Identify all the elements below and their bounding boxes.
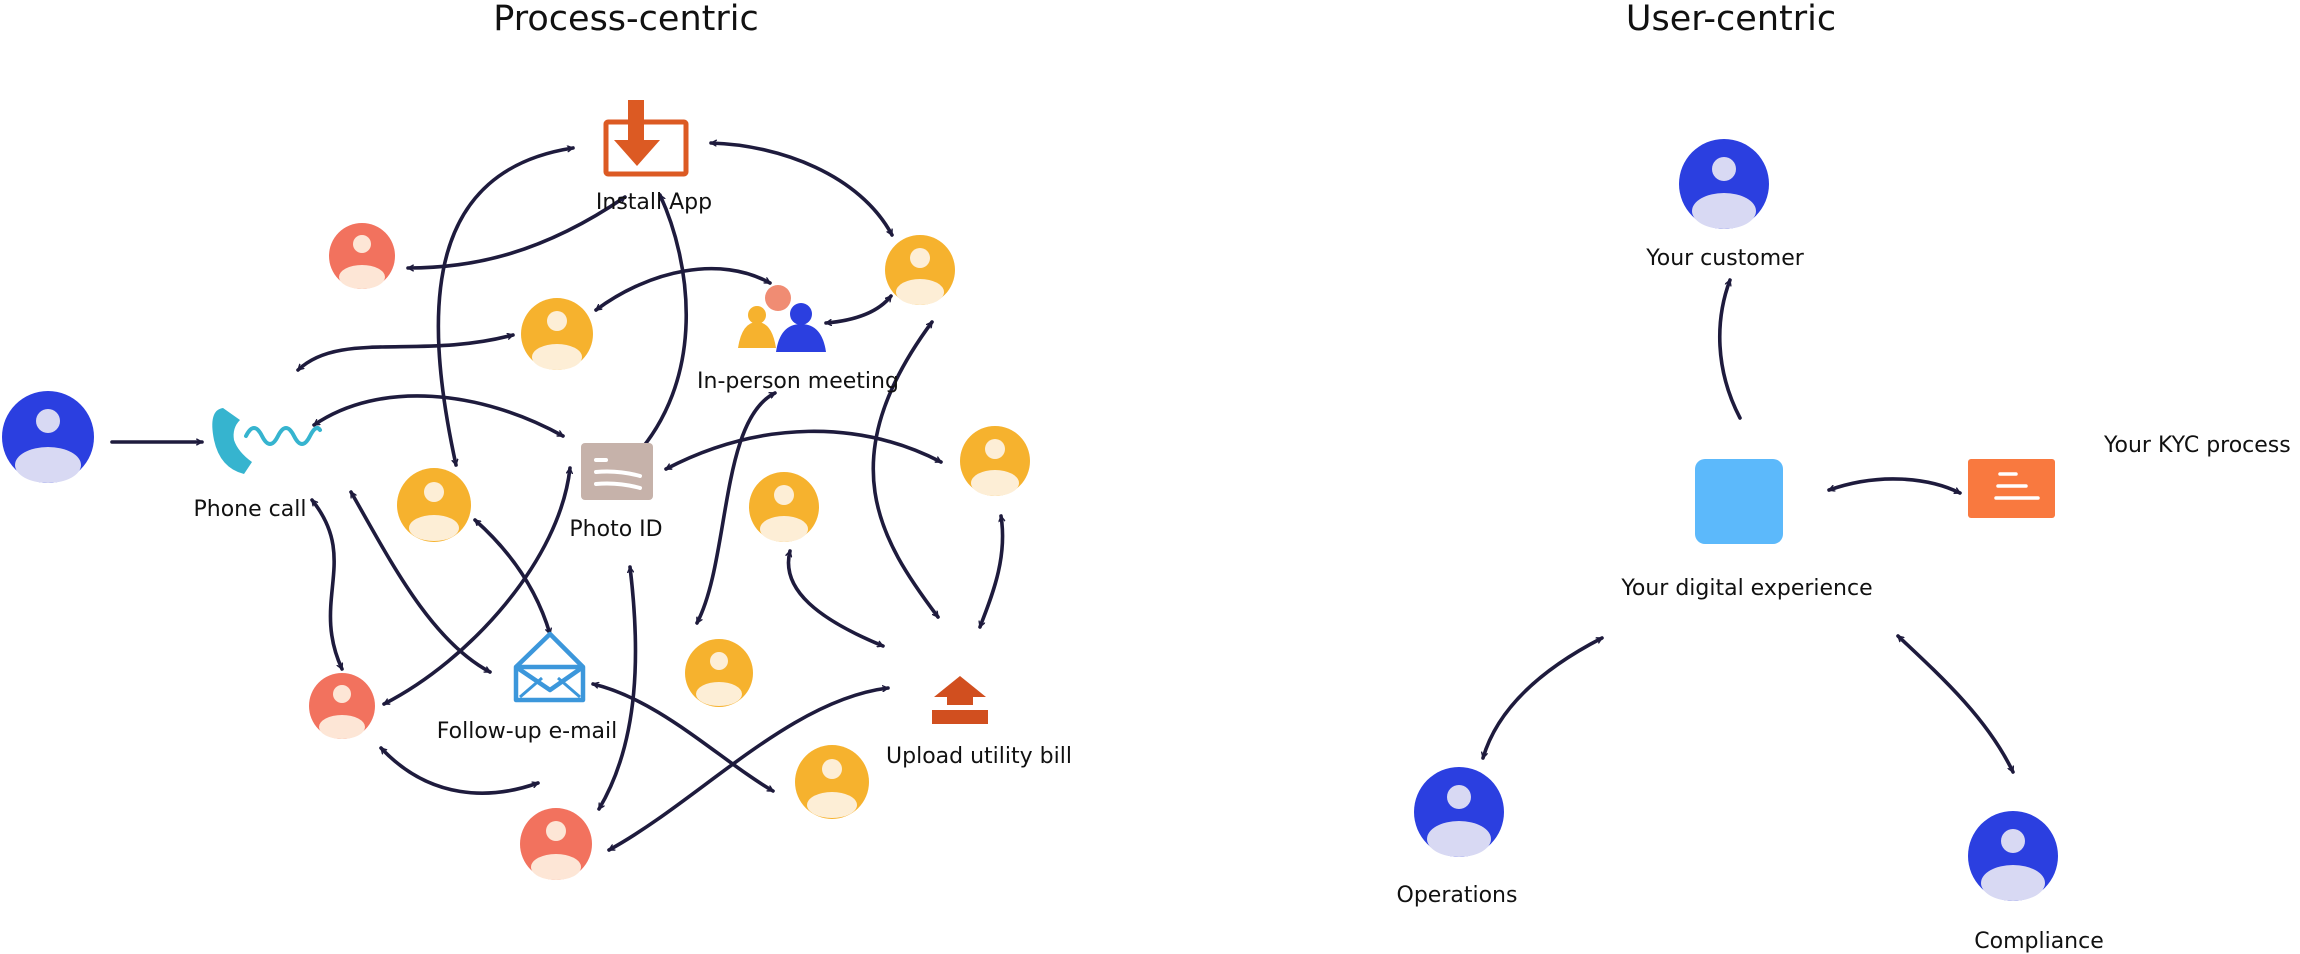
your-digital-experience-label: Your digital experience (1620, 576, 1872, 601)
process-centric-title: Process-centric (493, 0, 758, 39)
person-icon (960, 426, 1030, 496)
arrow (436, 148, 575, 467)
photo-id-icon (581, 443, 653, 500)
arrow (591, 684, 775, 793)
install-app-label: Install App (596, 190, 712, 215)
person-icon (309, 673, 375, 739)
phone-icon (212, 408, 322, 474)
arrow (664, 429, 943, 471)
person-icon (795, 745, 869, 819)
person-icon (1968, 811, 2058, 901)
kyc-document-icon (1968, 459, 2055, 518)
person-icon (685, 639, 753, 707)
phone-call-label: Phone call (194, 497, 307, 522)
arrow (978, 514, 1003, 629)
arrow (379, 746, 540, 795)
arrow (1827, 477, 1962, 495)
person-icon (521, 298, 593, 370)
arrow (627, 193, 688, 465)
arrow (312, 394, 565, 438)
follow-up-email-label: Follow-up e-mail (437, 719, 617, 744)
app-square-icon (1695, 459, 1783, 544)
meeting-icon (738, 285, 826, 352)
arrow (349, 490, 492, 674)
arrow (1717, 278, 1742, 420)
arrow (607, 688, 890, 852)
person-icon (1414, 767, 1504, 857)
install-app-icon (603, 100, 689, 177)
arrow (709, 143, 894, 237)
arrow (695, 391, 777, 625)
process-arrows (110, 143, 1003, 852)
person-icon (2, 391, 94, 483)
person-icon (520, 808, 592, 880)
person-icon (749, 472, 819, 542)
upload-icon (932, 676, 988, 724)
email-icon (513, 631, 586, 703)
compliance-label: Compliance (1974, 929, 2104, 954)
person-icon (885, 235, 955, 305)
arrow (1896, 634, 2015, 774)
your-customer-label: Your customer (1645, 246, 1805, 271)
arrow (473, 518, 550, 636)
upload-utility-bill-label: Upload utility bill (886, 744, 1072, 769)
operations-label: Operations (1397, 883, 1518, 908)
person-icon (397, 468, 471, 542)
arrow (788, 549, 885, 648)
in-person-meeting-label: In-person meeting (697, 369, 899, 394)
user-centric-title: User-centric (1626, 0, 1836, 39)
arrow (406, 195, 627, 268)
photo-id-label: Photo ID (569, 517, 662, 542)
person-icon (1679, 139, 1769, 229)
arrow (824, 294, 893, 323)
arrow (1483, 636, 1604, 760)
person-icon (329, 223, 395, 289)
arrow (310, 498, 344, 671)
arrow (296, 335, 515, 372)
your-kyc-process-label: Your KYC process (2103, 433, 2291, 458)
user-arrows (1483, 278, 2015, 774)
arrow (871, 320, 940, 619)
